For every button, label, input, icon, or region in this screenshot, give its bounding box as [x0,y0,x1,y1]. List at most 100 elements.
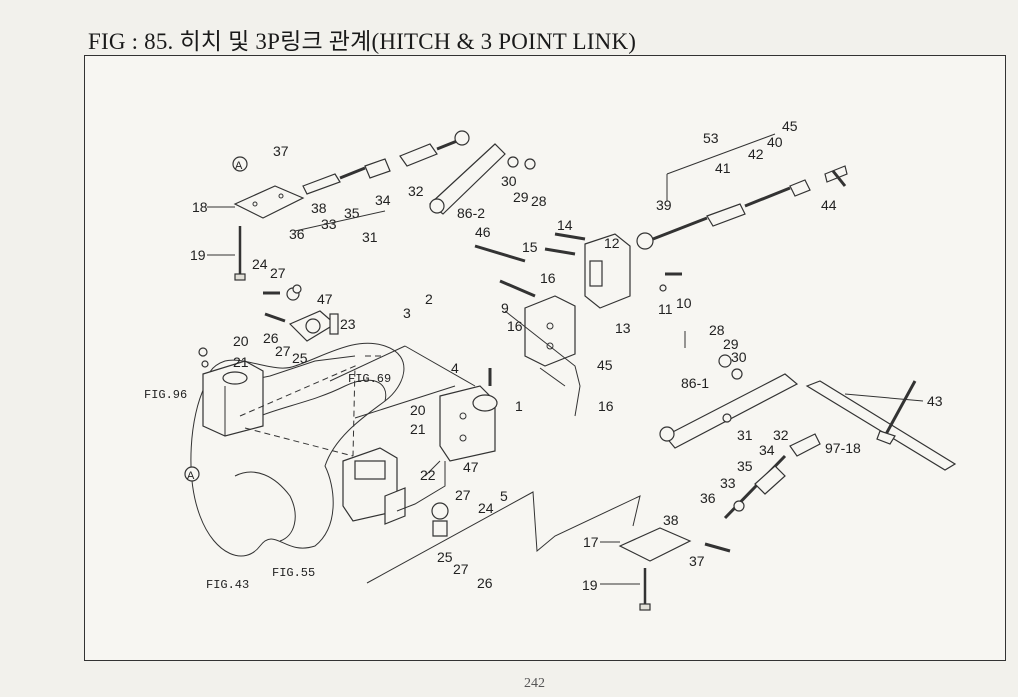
callout: 21 [410,421,426,437]
callout: 24 [252,256,268,272]
page-title: FIG : 85. 히치 및 3P링크 관계(HITCH & 3 POINT L… [88,29,637,54]
callout: 27 [270,265,286,281]
svg-text:A: A [235,160,243,172]
callout: 3 [403,305,411,321]
callout: 12 [604,235,620,251]
arm-86-2 [429,143,536,215]
callout: 5 [500,488,508,504]
callout: 97-18 [825,440,861,456]
fig-ref: FIG.96 [144,388,187,402]
callout: 45 [597,357,613,373]
callout: 21 [233,354,249,370]
callout: 37 [273,143,289,159]
callout: 10 [676,295,692,311]
callout: 46 [475,224,491,240]
callout: 47 [463,459,479,475]
callout: 4 [451,360,459,376]
pin-parts-left [198,284,339,368]
diagram-frame: 37 18 36 38 33 35 34 32 31 30 29 28 86-2… [84,55,1006,661]
callout: 31 [737,427,753,443]
callout: 13 [615,320,631,336]
callout: 30 [731,349,747,365]
callout: 86-1 [681,375,709,391]
callout: 53 [703,130,719,146]
callout: 39 [656,197,672,213]
callout: 26 [477,575,493,591]
figure-refs: FIG.96 FIG.69 FIG.43 FIG.55 [144,372,391,592]
section-marker-a: A A [184,156,248,482]
callout: 14 [557,217,573,233]
callout: 26 [263,330,279,346]
callout: 41 [715,160,731,176]
exploded-parts-diagram: 37 18 36 38 33 35 34 32 31 30 29 28 86-2… [144,118,957,611]
callout: 36 [700,490,716,506]
callout: 86-2 [457,205,485,221]
callout: 16 [540,270,556,286]
callout: 38 [663,512,679,528]
callout: 20 [410,402,426,418]
drawbar-97-18 [805,380,957,471]
callout: 16 [507,318,523,334]
lower-link-31 [723,433,821,520]
top-link-53 [636,165,848,250]
callout: 25 [437,549,453,565]
callout: 35 [737,458,753,474]
callout: 23 [340,316,356,332]
callout: 16 [598,398,614,414]
callout: 33 [321,216,337,232]
svg-text:A: A [187,470,195,482]
callout: 42 [748,146,764,162]
callout: 17 [583,534,599,550]
hitch-body-lower [342,447,449,537]
fig-ref: FIG.43 [206,578,249,592]
callout: 25 [292,350,308,366]
callout: 27 [453,561,469,577]
fig-ref: FIG.55 [272,566,315,580]
callout: 1 [515,398,523,414]
hitch-bracket-housing [202,360,264,437]
callout: 11 [658,301,673,317]
callout: 38 [311,200,327,216]
bolt-19-top [234,226,246,281]
fig-ref: FIG.69 [348,372,391,386]
bracket-assembly-9-12 [474,232,682,367]
callout: 47 [317,291,333,307]
callout: 22 [420,467,436,483]
callout: 30 [501,173,517,189]
callout: 28 [531,193,547,209]
callout: 9 [501,300,509,316]
callout: 45 [782,118,798,134]
callout: 29 [723,336,739,352]
callout-labels: 37 18 36 38 33 35 34 32 31 30 29 28 86-2… [190,118,943,593]
callout: 44 [821,197,837,213]
callout: 27 [455,487,471,503]
callout: 24 [478,500,494,516]
callout: 36 [289,226,305,242]
callout: 19 [190,247,206,263]
connection-lines [239,310,641,584]
callout: 28 [709,322,725,338]
callout: 43 [927,393,943,409]
arm-86-1 [659,354,799,449]
page-number: 242 [524,676,545,691]
callout: 34 [375,192,391,208]
callout: 19 [582,577,598,593]
plate-18 [233,185,305,219]
callout: 2 [425,291,433,307]
callout: 20 [233,333,249,349]
callout: 15 [522,239,538,255]
plate-17 [618,527,731,611]
callout: 29 [513,189,529,205]
callout: 37 [689,553,705,569]
leader-lines [207,133,924,585]
hitch-body-1 [439,368,498,462]
callout: 31 [362,229,378,245]
callout: 40 [767,134,783,150]
turnbuckle-31-left [302,130,470,195]
callout: 27 [275,343,291,359]
callout: 18 [192,199,208,215]
callout: 32 [773,427,789,443]
callout: 32 [408,183,424,199]
callout: 34 [759,442,775,458]
callout: 33 [720,475,736,491]
